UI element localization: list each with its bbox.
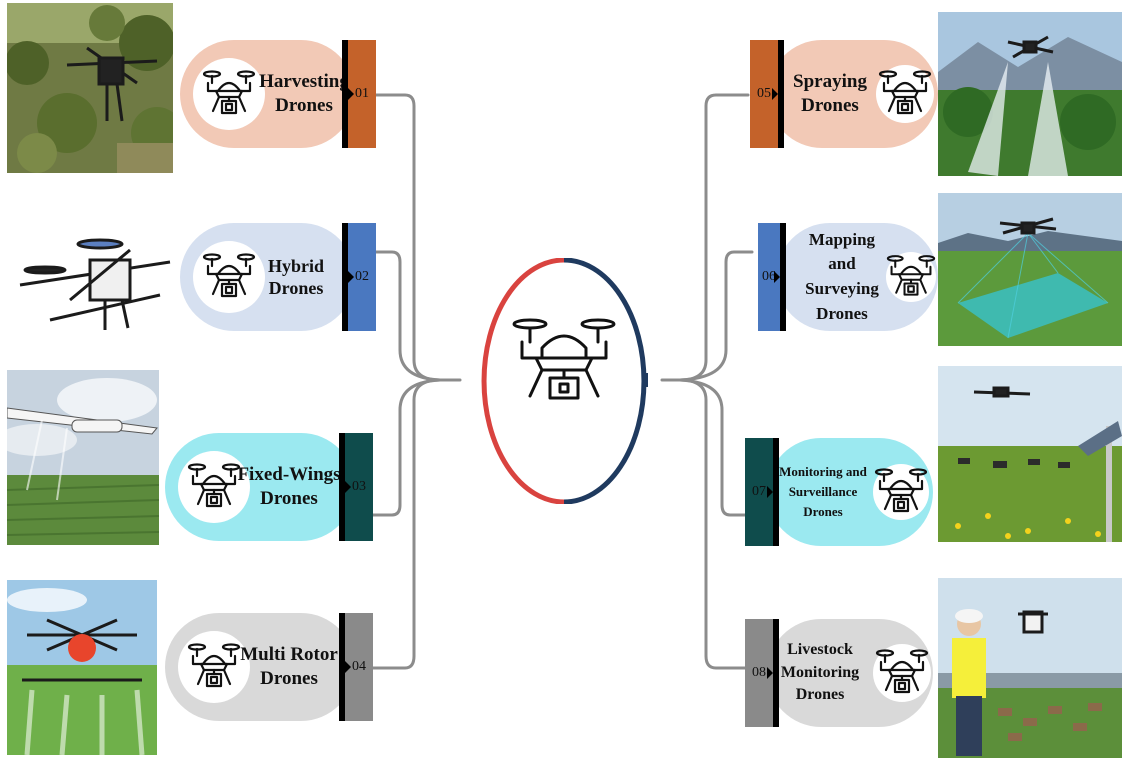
divider-bar [778,40,784,148]
pointer-triangle [345,661,351,673]
divider-bar [780,223,786,331]
divider-bar [339,613,345,721]
drone-icon [873,464,929,520]
drone-icon [193,241,265,313]
drone-icon [178,631,250,703]
drone-icon [886,252,936,302]
divider-bar [342,40,348,148]
photo-spraying-drone [938,12,1122,176]
divider-bar [773,438,779,546]
pointer-triangle [774,271,780,283]
number-box: 06 [758,223,780,331]
number-box: 01 [348,40,376,148]
hub-right-tab [642,373,658,387]
pointer-triangle [345,481,351,493]
photo-fixed-wing-drone [7,370,159,545]
photo-harvesting-drone [7,3,173,173]
pointer-triangle [767,667,773,679]
drone-icon [876,65,934,123]
hub-left-arc [481,257,565,505]
hub-right-arc [563,257,647,505]
photo-multi-rotor-drone [7,580,157,755]
drone-icon [193,58,265,130]
pointer-triangle [348,88,354,100]
photo-mapping-drone [938,193,1122,346]
pointer-triangle [767,486,773,498]
photo-livestock-drone [938,578,1122,758]
drone-icon [873,644,931,702]
pointer-triangle [772,88,778,100]
photo-monitoring-drone [938,366,1122,542]
photo-hybrid-drone [10,230,180,338]
pointer-triangle [348,271,354,283]
agricultural-drone-icon [512,318,616,400]
divider-bar [339,433,345,541]
drone-icon [178,451,250,523]
central-drone-hub [458,257,658,505]
divider-bar [773,619,779,727]
divider-bar [342,223,348,331]
